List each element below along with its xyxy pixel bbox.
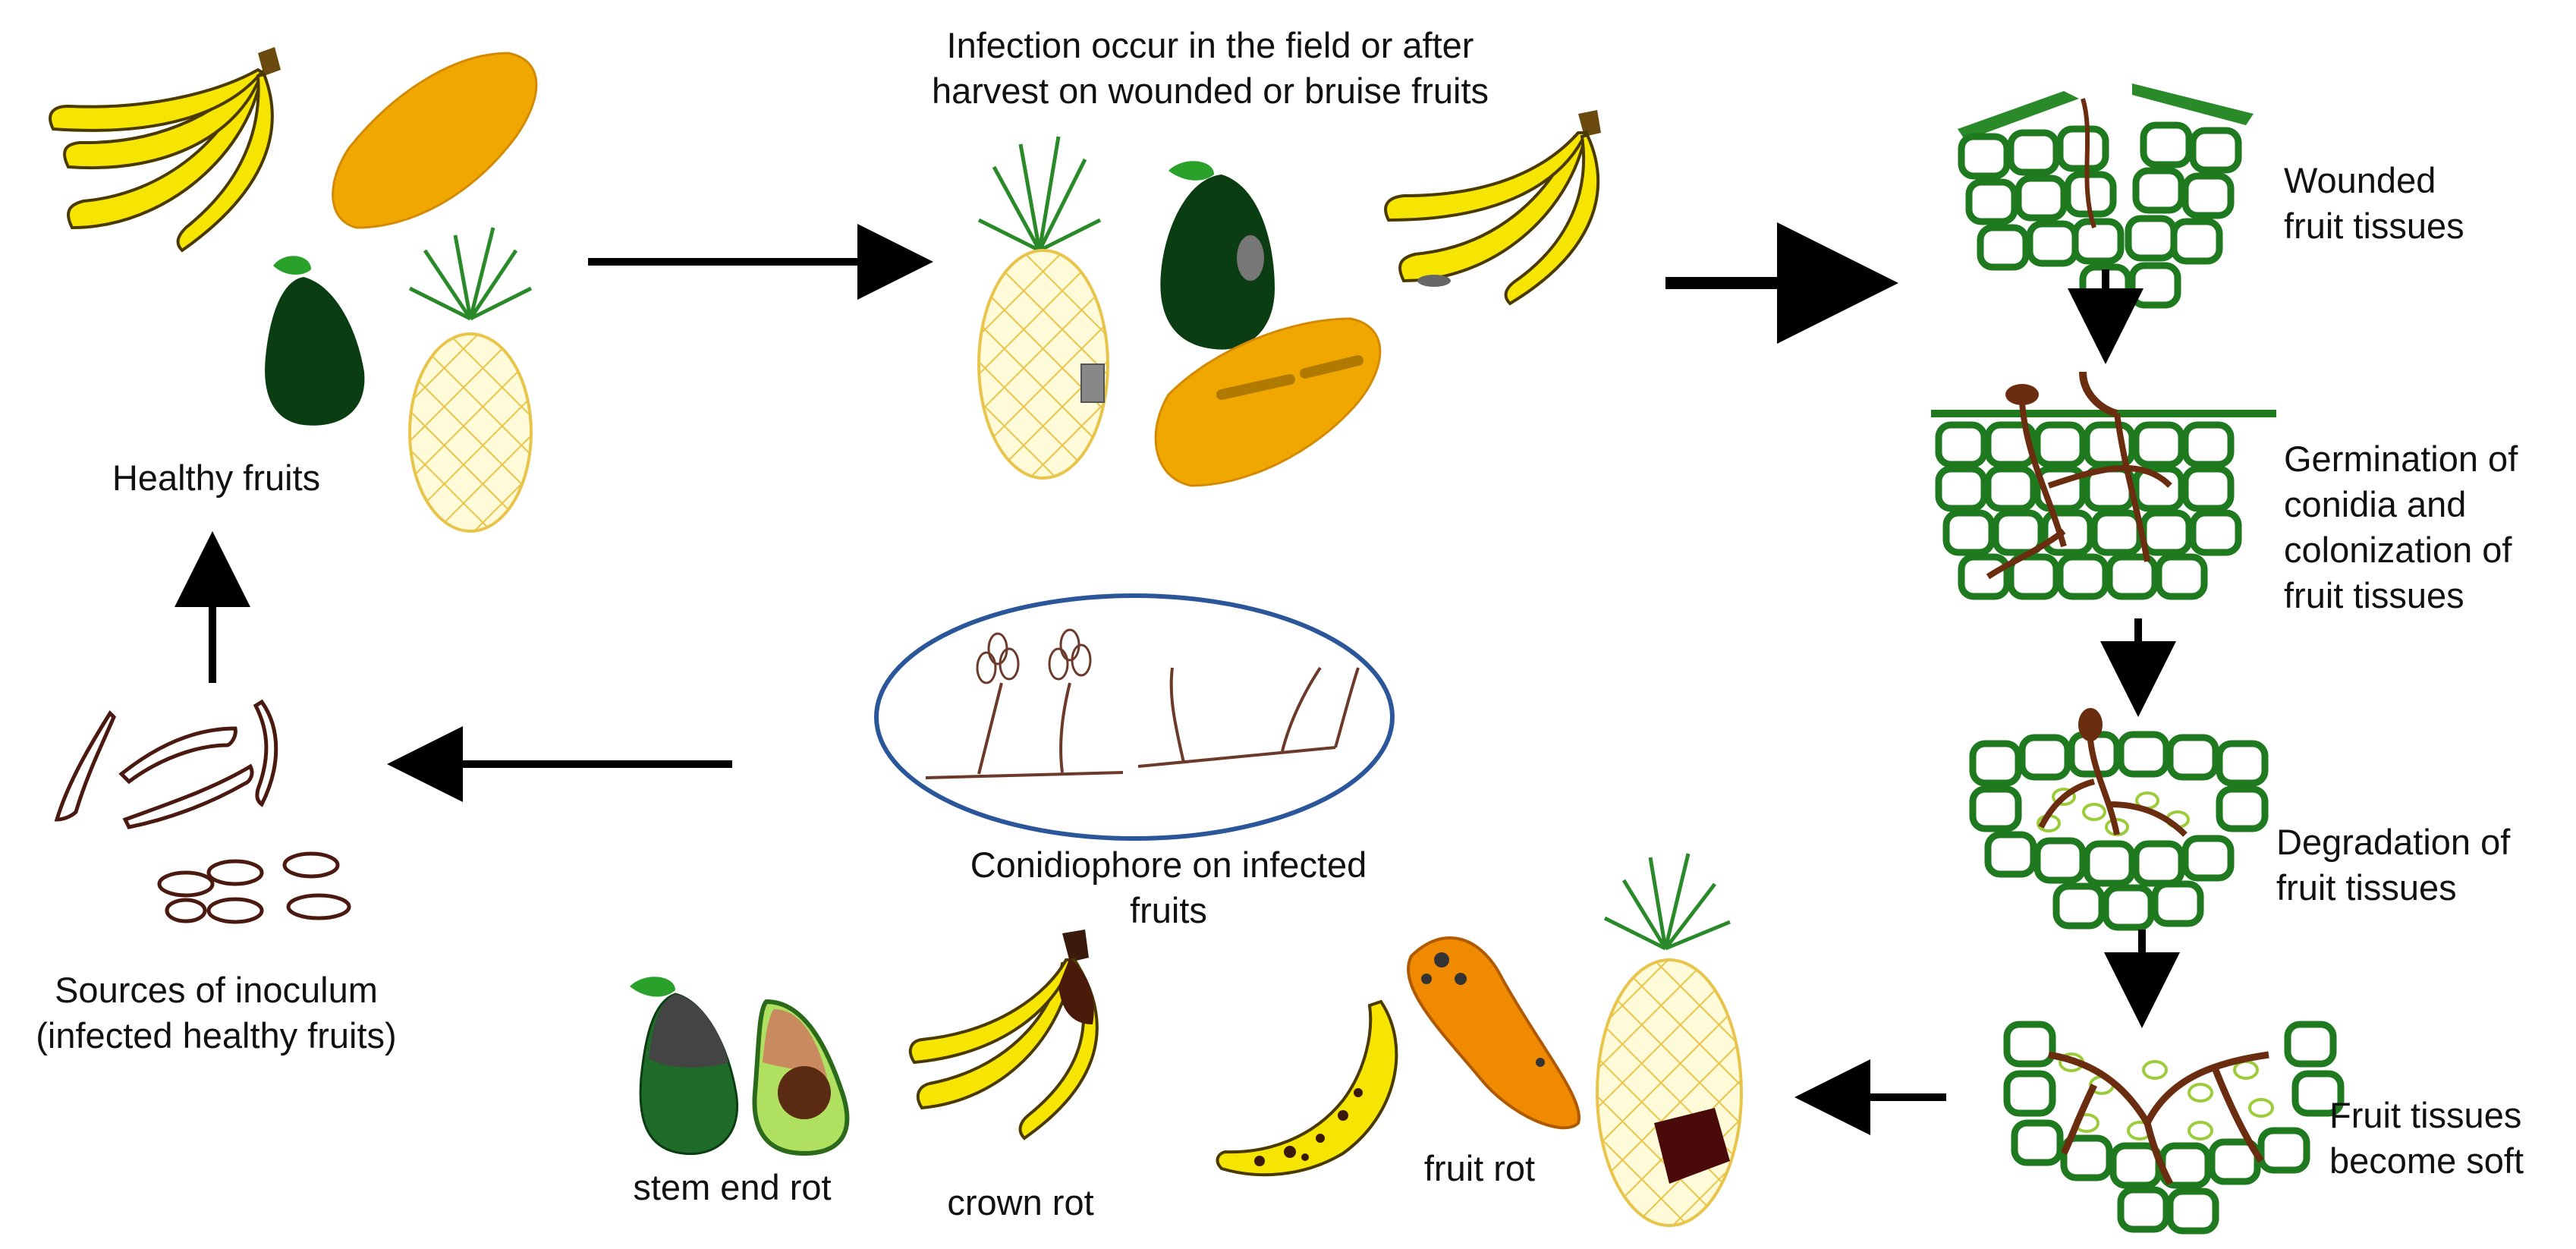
papaya-icon: [332, 52, 538, 229]
conidiophore-illustration: [874, 593, 1395, 841]
flow-arrows: [175, 222, 2180, 1135]
fruit-rot-illustration: [1216, 853, 1743, 1227]
banana-bunch-icon: [49, 47, 281, 253]
germination-label: Germination of conidia and colonization …: [2284, 439, 2518, 615]
fruit-rot-label: fruit rot: [1423, 1148, 1536, 1188]
banana-bunch-icon: [1384, 110, 1601, 306]
avocado-wounded-icon: [1160, 161, 1275, 350]
rotten-papaya-icon: [1407, 936, 1581, 1130]
crown-rot-label: crown rot: [947, 1182, 1094, 1222]
wounded-tissue-illustration: [1958, 83, 2254, 307]
wounded-tissues-label: Wounded fruit tissues: [2284, 160, 2464, 246]
germination-tissue-illustration: [1931, 371, 2276, 596]
soft-tissue-illustration: [2007, 1024, 2341, 1231]
degradation-label: Degradation of fruit tissues: [2276, 822, 2511, 908]
conidiophore-label: Conidiophore on infected fruits: [970, 845, 1367, 930]
healthy-fruits-illustration: [49, 47, 538, 533]
healthy-fruits-label: Healthy fruits: [112, 458, 321, 498]
rotten-banana-icon: [1216, 999, 1398, 1177]
inoculum-spores-illustration: [54, 699, 351, 924]
crown-rot-banana-illustration: [908, 930, 1099, 1140]
infected-fruits-illustration: [977, 110, 1601, 487]
papaya-wounded-icon: [1154, 317, 1382, 487]
soft-tissues-label: Fruit tissues become soft: [2329, 1095, 2524, 1181]
avocado-icon: [265, 256, 365, 426]
degradation-tissue-illustration: [1973, 708, 2265, 927]
stem-end-rot-avocado-illustration: [630, 977, 850, 1156]
stem-end-rot-label: stem end rot: [633, 1167, 832, 1207]
sources-inoculum-label: Sources of inoculum (infected healthy fr…: [36, 970, 397, 1056]
pineapple-icon: [408, 227, 533, 533]
infection-note-label: Infection occur in the field or after ha…: [931, 25, 1489, 111]
pineapple-wounded-icon: [977, 136, 1109, 480]
rotten-pineapple-icon: [1596, 853, 1743, 1227]
